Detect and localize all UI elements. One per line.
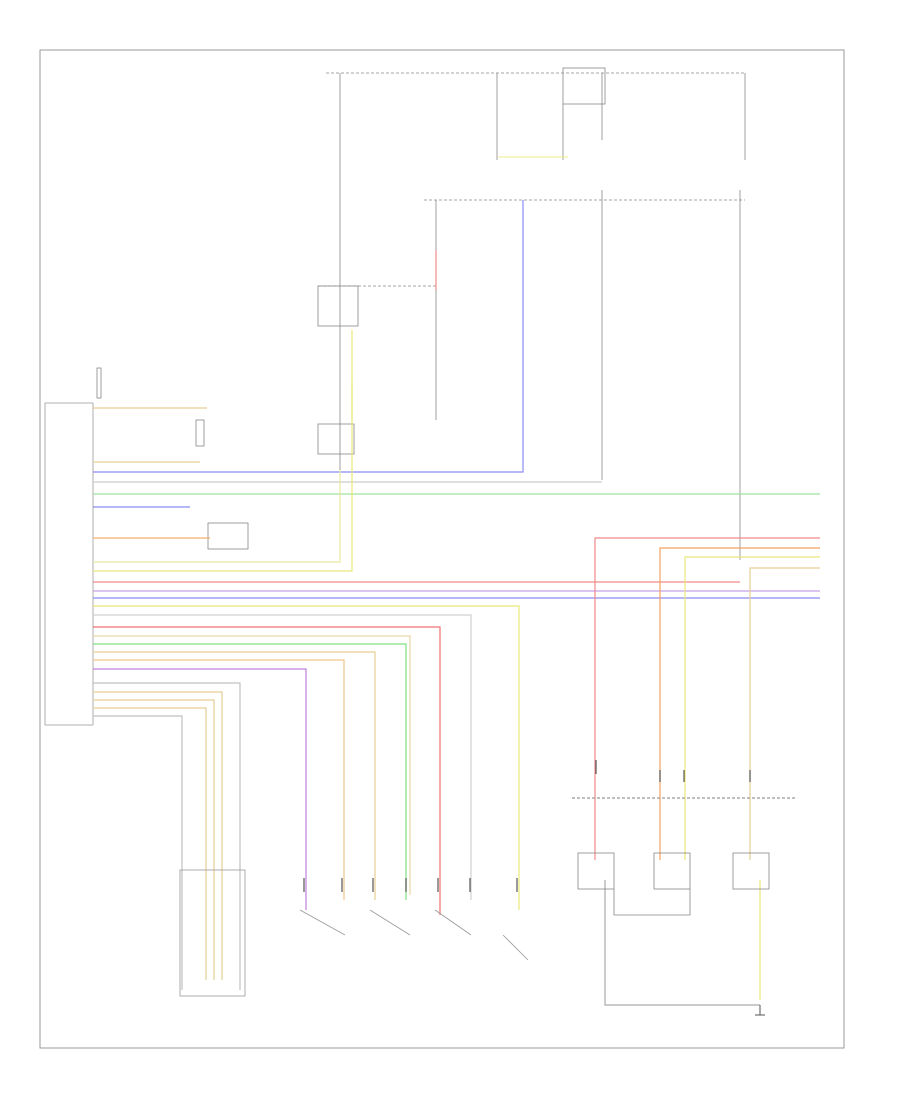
wire-orange-right: [659, 547, 820, 860]
wire-orange-2: [93, 659, 345, 900]
wire-yellow-right: [684, 556, 820, 860]
wire-purple-2: [93, 668, 307, 910]
right-switch-boxes: [577, 852, 770, 916]
wire-blue-1: [93, 200, 524, 473]
wire-red-2: [93, 626, 441, 915]
pcm-connector-block: [44, 402, 94, 726]
wire-tan-3: [93, 635, 411, 895]
wire-tan-5: [93, 691, 223, 980]
switch-box-2: [653, 852, 691, 890]
diagram-frame: [39, 49, 845, 1049]
wire-tan-right: [749, 567, 820, 860]
wire-tan-4: [93, 651, 376, 900]
switch-box-3: [732, 852, 770, 890]
switch-box-1: [577, 852, 615, 890]
wire-gray-2: [93, 614, 472, 900]
wire-yellow-3: [93, 605, 520, 910]
wire-green-2: [93, 643, 407, 900]
wire-gray-3: [93, 682, 241, 990]
right-side-wires: [572, 537, 820, 1006]
wire-red-right: [594, 537, 820, 860]
top-power-section: [96, 67, 746, 560]
wire-yellow-1: [93, 470, 341, 563]
connector-marks: [303, 760, 751, 892]
wire-gray-right-ground: [604, 880, 760, 1006]
sensor-box-bottom-left: [179, 869, 246, 997]
wire-gray-4: [93, 715, 183, 990]
wire-yellow-2: [93, 380, 353, 572]
ground-symbol: [755, 1005, 765, 1016]
vertical-wires: [351, 250, 437, 420]
horizontal-wires: [93, 200, 820, 990]
wire-tan-7: [93, 707, 207, 980]
bottom-components: [179, 869, 529, 997]
wire-tan-6: [93, 699, 215, 980]
